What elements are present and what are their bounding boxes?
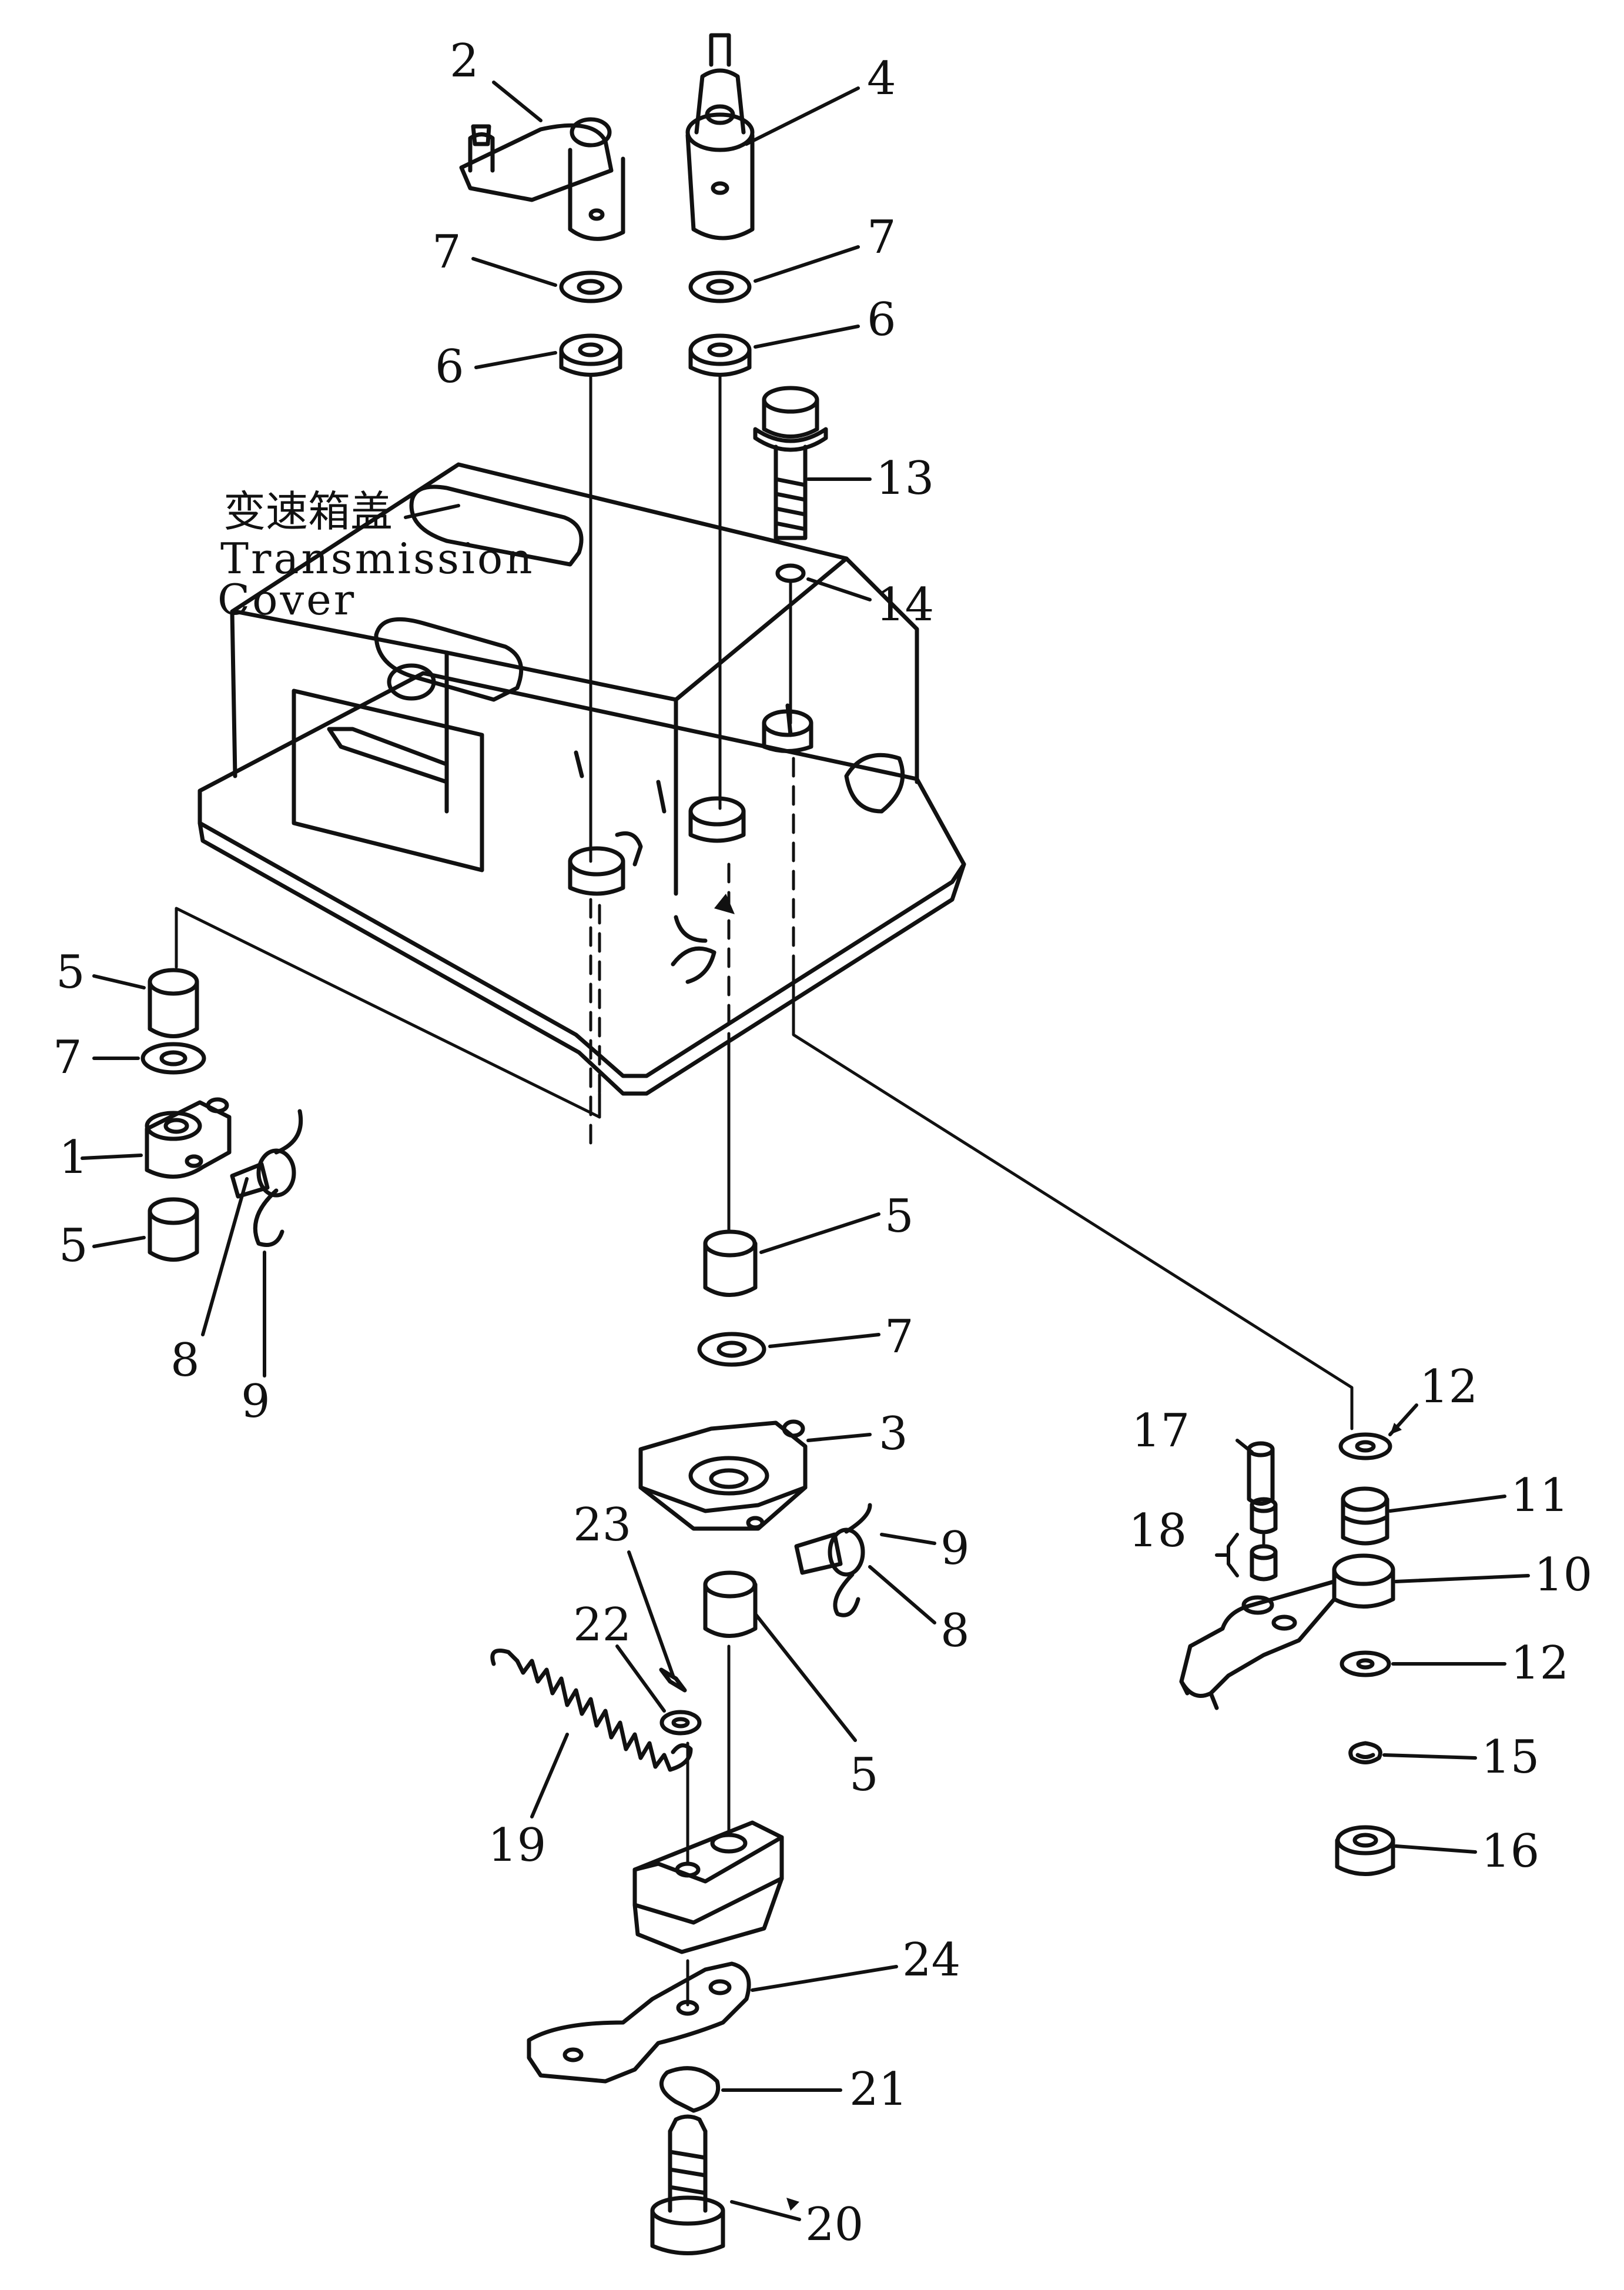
part-2-lever-shaft bbox=[459, 117, 625, 241]
cover-label-zh: 变速箱盖 bbox=[223, 487, 393, 536]
part-9-wire-center bbox=[833, 1572, 860, 1617]
callout-c8a: 8 bbox=[170, 1334, 200, 1387]
part-5-bearing-left-top bbox=[148, 968, 199, 1038]
callout-c9b: 9 bbox=[940, 1522, 970, 1575]
callout-c7c: 7 bbox=[53, 1031, 82, 1084]
part-6-bushing-left bbox=[559, 333, 622, 377]
callout-c14: 14 bbox=[876, 579, 934, 631]
callout-c16: 16 bbox=[1481, 1825, 1539, 1878]
part-22-washer bbox=[659, 1710, 702, 1736]
callout-c15: 15 bbox=[1481, 1731, 1539, 1784]
callout-c22: 22 bbox=[573, 1599, 631, 1652]
callout-c3: 3 bbox=[879, 1408, 908, 1460]
part-3-selector-block bbox=[638, 1419, 808, 1531]
callout-c19: 19 bbox=[488, 1819, 546, 1872]
callout-c24: 24 bbox=[902, 1934, 960, 1987]
part-7-washer-top-right bbox=[688, 270, 752, 303]
callout-c4: 4 bbox=[867, 52, 896, 105]
part-9-wire-left bbox=[253, 1188, 284, 1247]
cover-label-en-line2: Cover bbox=[217, 575, 356, 624]
part-21-snap-ring bbox=[659, 2066, 720, 2113]
cover-bore-bottom bbox=[671, 946, 716, 984]
callout-c2: 2 bbox=[450, 35, 479, 88]
part-20-plug-bolt bbox=[650, 2114, 725, 2255]
cover-bore-right bbox=[762, 709, 813, 737]
part-5-bearing-center-bottom bbox=[703, 1570, 758, 1638]
callout-c21: 21 bbox=[849, 2063, 908, 2116]
part-8-bolt-left bbox=[230, 1109, 303, 1199]
part-24-plate bbox=[527, 1961, 751, 2084]
callout-c17: 17 bbox=[1131, 1405, 1190, 1457]
callout-c1: 1 bbox=[59, 1131, 88, 1184]
part-14-o-ring bbox=[775, 563, 806, 583]
callout-c10: 10 bbox=[1534, 1549, 1592, 1602]
cover-label: 变速箱盖 Transmission Cover bbox=[217, 487, 535, 624]
callout-c13: 13 bbox=[876, 452, 934, 505]
callout-c7b: 7 bbox=[867, 211, 896, 264]
part-5-bearing-center-top bbox=[703, 1229, 758, 1297]
part-7-washer-left bbox=[140, 1042, 206, 1075]
callout-c7a: 7 bbox=[432, 226, 461, 279]
part-5-bearing-left-bottom bbox=[148, 1197, 199, 1262]
callout-c8b: 8 bbox=[940, 1604, 970, 1657]
callout-c20: 20 bbox=[805, 2198, 863, 2251]
callout-c5b: 5 bbox=[59, 1219, 88, 1272]
callout-c6a: 6 bbox=[435, 340, 464, 393]
part-7-washer-top-left bbox=[559, 270, 622, 303]
part-6-bushing-right bbox=[688, 333, 752, 377]
callout-c12b: 12 bbox=[1511, 1637, 1569, 1690]
callout-c5c: 5 bbox=[885, 1190, 914, 1243]
leader-arrowheads bbox=[714, 894, 1402, 2211]
part-13-bolt bbox=[753, 386, 828, 540]
part-4-fork-shaft bbox=[685, 33, 755, 240]
part-15-lock-washer bbox=[1348, 1741, 1382, 1764]
callout-c5a: 5 bbox=[56, 946, 85, 999]
part-7-washer-center bbox=[697, 1332, 766, 1367]
callout-c18: 18 bbox=[1129, 1505, 1187, 1557]
transmission-cover-housing bbox=[197, 462, 966, 1096]
callout-c23: 23 bbox=[573, 1499, 631, 1552]
callout-c7d: 7 bbox=[885, 1311, 914, 1363]
part-1-lever-block bbox=[145, 1097, 232, 1179]
part-19-spring bbox=[490, 1649, 693, 1772]
part-23-pin bbox=[659, 1667, 687, 1693]
leader-lines bbox=[81, 81, 1530, 2221]
part-8-bolt-center bbox=[794, 1503, 872, 1577]
cover-label-en-line1: Transmission bbox=[220, 534, 535, 583]
part-11-bushing bbox=[1341, 1486, 1389, 1546]
cover-bore-center bbox=[688, 796, 746, 827]
part-10-lever-arm bbox=[1179, 1553, 1395, 1710]
hidden-dashed-lines bbox=[589, 757, 795, 1154]
callout-c5d: 5 bbox=[849, 1749, 879, 1801]
callout-c9a: 9 bbox=[241, 1375, 270, 1428]
lower-bracket-block bbox=[632, 1820, 784, 1954]
part-12-washer-bottom-right bbox=[1340, 1650, 1391, 1677]
cover-bore-left bbox=[568, 846, 625, 877]
callout-c12a: 12 bbox=[1419, 1360, 1478, 1413]
callout-c6b: 6 bbox=[867, 293, 896, 346]
callout-c11: 11 bbox=[1511, 1469, 1569, 1522]
part-12-washer-top-right bbox=[1338, 1432, 1392, 1460]
part-16-nut bbox=[1335, 1825, 1395, 1876]
